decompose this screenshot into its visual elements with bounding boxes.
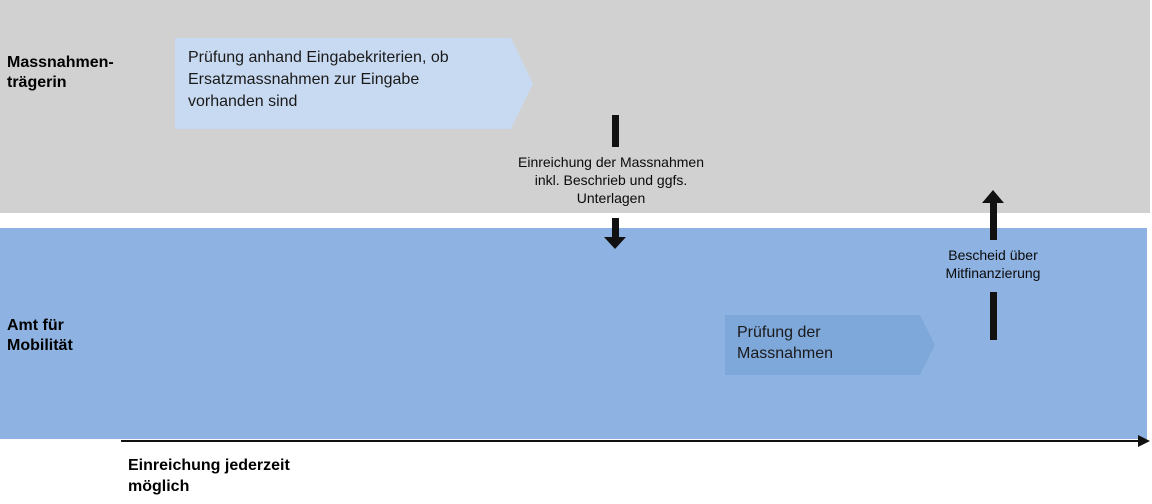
process-step-pruefung-massnahmen: Prüfung der Massnahmen <box>725 315 935 375</box>
timeline-caption: Einreichung jederzeit möglich <box>128 457 290 495</box>
lane-amt-fuer-mobilitaet: Amt für Mobilität <box>0 228 1147 439</box>
process-step-pruefung-eingabekriterien: Prüfung anhand Eingabekriterien, ob Ersa… <box>175 38 533 129</box>
lane-label-massnahmentraegerin: Massnahmen- trägerin <box>7 54 114 91</box>
down-arrow-upper-segment <box>612 115 619 147</box>
up-arrow-icon <box>982 190 1004 203</box>
flow-label-bescheid: Bescheid über Mitfinanzierung <box>945 247 1041 281</box>
timeline-axis <box>121 440 1140 442</box>
up-arrow-shaft <box>990 203 997 240</box>
process-step-text: Prüfung der Massnahmen <box>737 324 834 362</box>
process-step-text: Prüfung anhand Eingabekriterien, ob Ersa… <box>188 49 449 110</box>
lane-label-amt-fuer-mobilitaet: Amt für Mobilität <box>7 317 73 354</box>
down-arrow-shaft <box>612 218 619 238</box>
flow-label-einreichung: Einreichung der Massnahmen inkl. Beschri… <box>518 154 704 206</box>
up-arrow-lower-segment <box>990 292 997 340</box>
down-arrow-icon <box>604 237 626 249</box>
timeline-arrow-icon <box>1138 435 1150 447</box>
